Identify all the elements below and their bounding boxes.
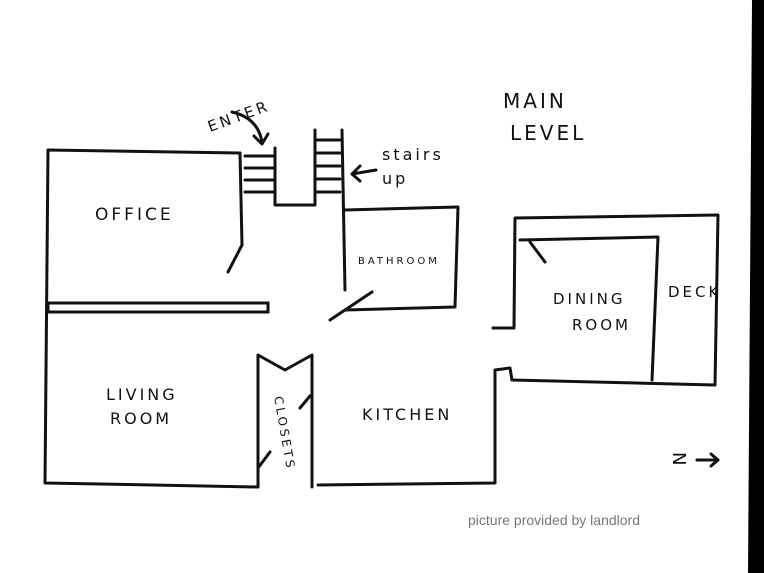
kitchen-walls <box>316 366 514 487</box>
office-label: OFFICE <box>95 205 174 225</box>
office-living-outer-wall <box>43 148 260 489</box>
closet-door <box>256 450 272 470</box>
kitchen-label: KITCHEN <box>362 405 452 424</box>
enter-label: ENTER <box>205 97 272 136</box>
north-arrow-icon <box>695 452 720 468</box>
stairs-up-label: up <box>382 169 408 188</box>
closets-walls <box>256 353 314 489</box>
stairs-arrow-icon <box>350 164 378 183</box>
page-edge-shadow <box>748 0 764 573</box>
dining-deck-outer-wall <box>491 213 720 387</box>
title-line2: LEVEL <box>510 121 586 145</box>
dining-door <box>528 240 547 264</box>
walls <box>43 110 720 489</box>
entry-stairs <box>243 154 276 194</box>
bathroom-walls <box>343 205 460 312</box>
office-living-divider-wall <box>46 301 270 314</box>
dining-label-2: ROOM <box>572 316 631 334</box>
stairs-label: stairs <box>382 145 444 164</box>
closet-door-2 <box>298 394 312 410</box>
bathroom-label: BATHROOM <box>358 256 440 267</box>
enter-arrow-icon <box>230 110 270 146</box>
living-label-1: LIVING <box>106 385 178 404</box>
bathroom-door <box>328 290 374 322</box>
north-label: N <box>668 452 689 468</box>
deck-label: DECK <box>668 283 721 301</box>
living-label-2: ROOM <box>110 409 172 428</box>
stair-well <box>273 128 317 207</box>
office-door <box>226 243 244 274</box>
dining-inner-wall <box>518 235 660 382</box>
title-line1: MAIN <box>503 89 567 113</box>
closets-label: CLOSETS <box>271 395 298 472</box>
labels: MAIN LEVEL ENTER stairs up OFFICE BATHRO… <box>95 89 721 472</box>
stairs-up <box>314 138 342 194</box>
photo-caption: picture provided by landlord <box>468 512 640 528</box>
office-right-wall <box>238 151 244 247</box>
dining-label-1: DINING <box>553 290 625 308</box>
